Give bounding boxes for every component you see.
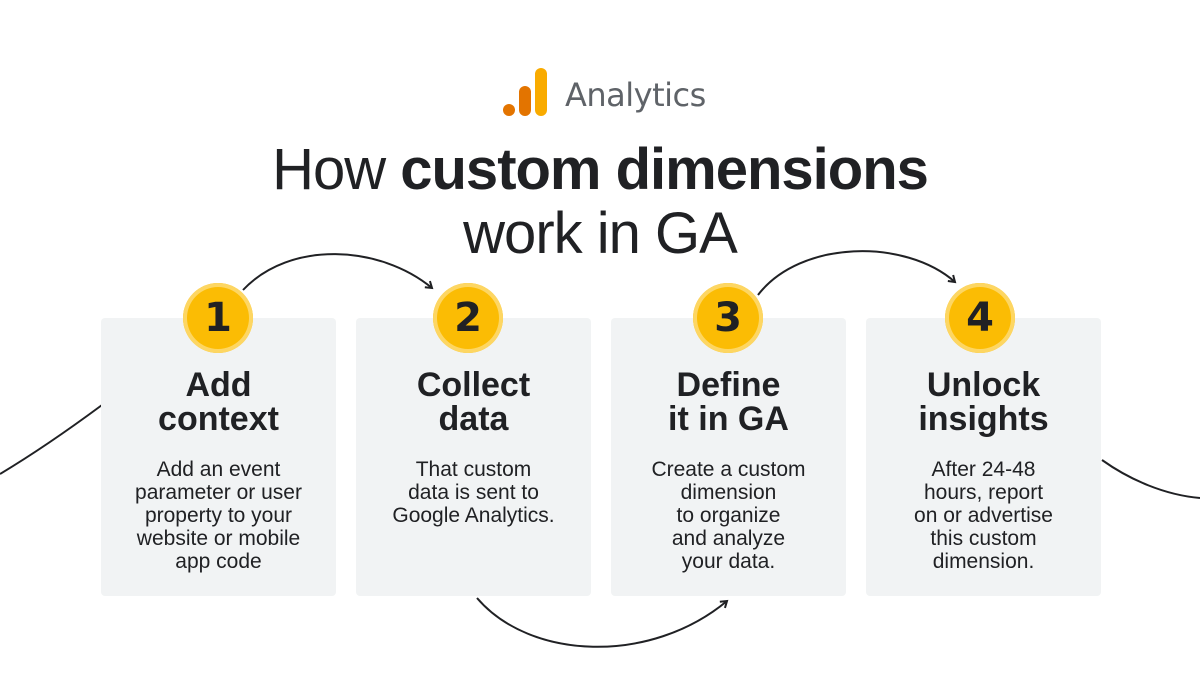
step-heading: Define it in GA — [668, 366, 789, 438]
connector-left-edge — [0, 404, 103, 475]
logo-text: Analytics — [565, 76, 706, 114]
step-number-badge-1: 1 — [183, 283, 253, 353]
step-heading: Collect data — [416, 366, 531, 438]
step-card-1: Add context Add an event parameter or us… — [101, 318, 336, 596]
analytics-logo: Analytics — [503, 68, 706, 118]
step-number-badge-2: 2 — [433, 283, 503, 353]
title-prefix: How — [272, 137, 401, 202]
title-emphasis: custom dimensions — [400, 137, 929, 202]
title-line-2: work in GA — [463, 201, 738, 266]
step-description: That custom data is sent to Google Analy… — [392, 458, 555, 527]
connector-right-edge — [1101, 459, 1200, 499]
step-description: Create a custom dimension to organize an… — [651, 458, 806, 573]
step-card-4: Unlock insights After 24-48 hours, repor… — [866, 318, 1101, 596]
step-heading: Add context — [158, 366, 279, 438]
step-card-3: Define it in GA Create a custom dimensio… — [611, 318, 846, 596]
step-number-badge-3: 3 — [693, 283, 763, 353]
analytics-bars-icon — [503, 68, 547, 116]
step-number-badge-4: 4 — [945, 283, 1015, 353]
step-description: Add an event parameter or user property … — [135, 458, 302, 573]
step-heading: Unlock insights — [918, 366, 1049, 438]
title-line-1: How custom dimensions — [0, 138, 1200, 202]
page-title: How custom dimensions work in GA — [0, 138, 1200, 266]
step-description: After 24-48 hours, report on or advertis… — [914, 458, 1053, 573]
connector-2-to-3 — [476, 597, 729, 648]
step-card-2: Collect data That custom data is sent to… — [356, 318, 591, 596]
